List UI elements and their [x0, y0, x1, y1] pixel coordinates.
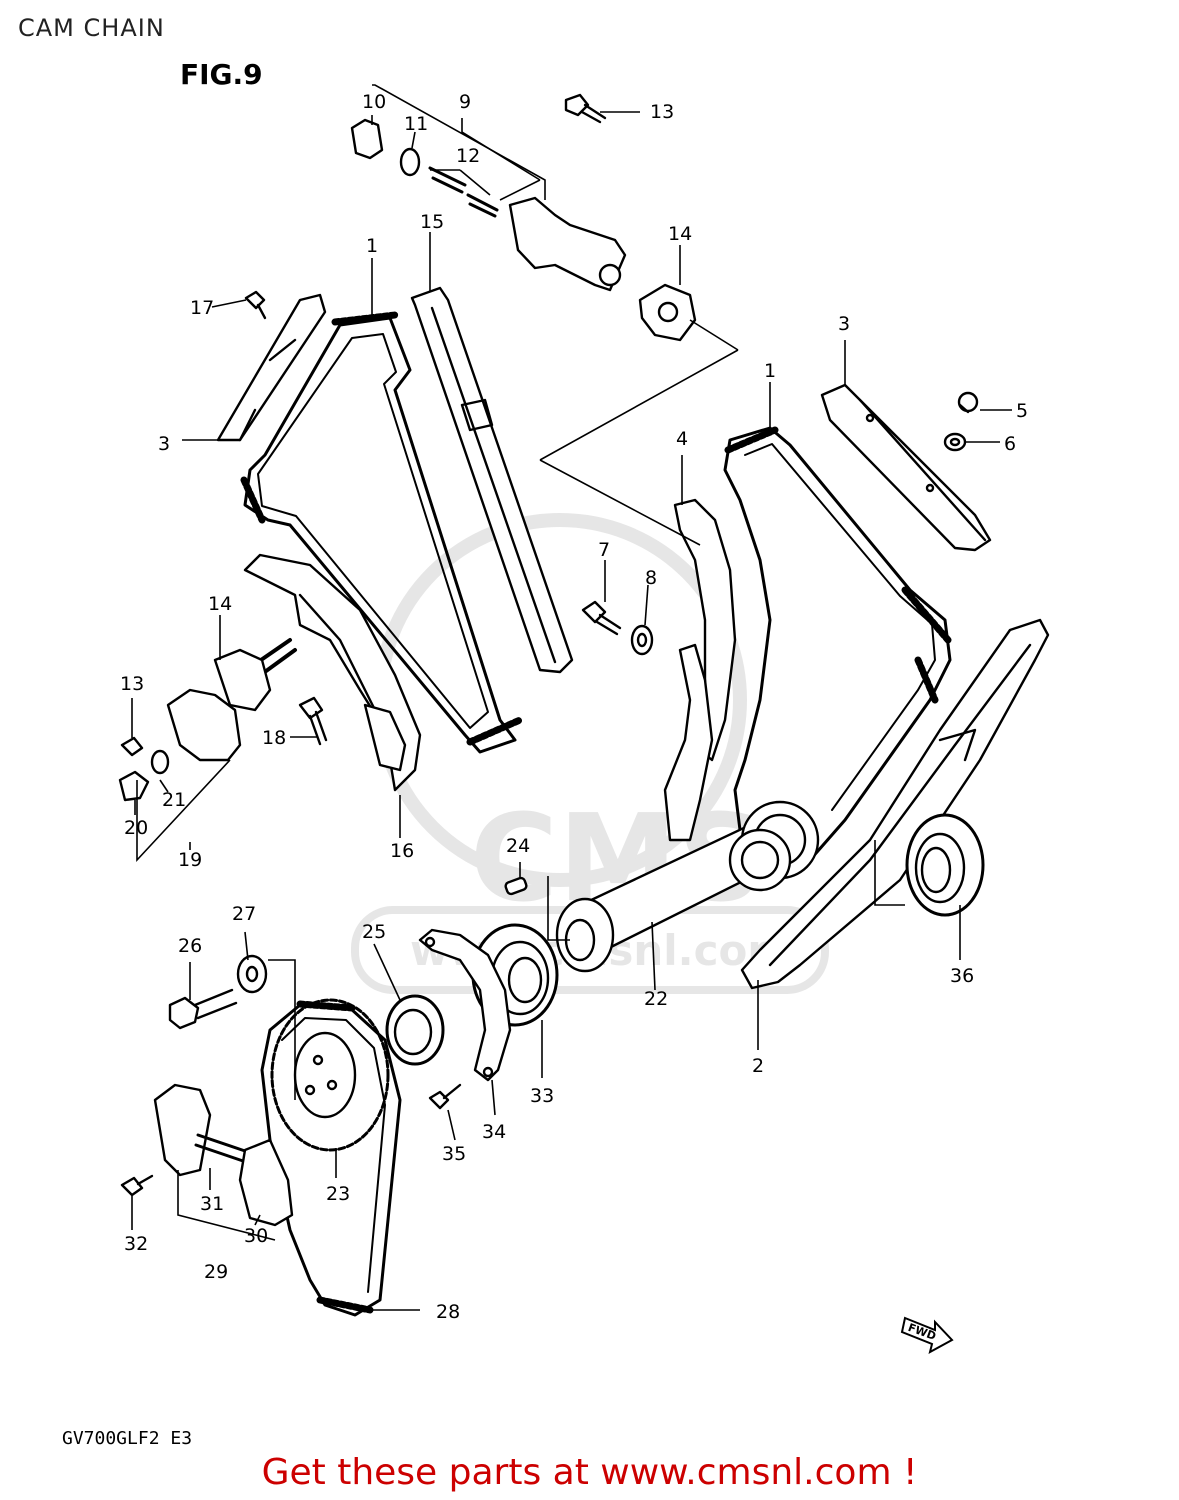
washer-21 — [150, 749, 170, 775]
callout-21: 21 — [162, 789, 186, 811]
chain-guide-15 — [410, 286, 574, 674]
washer-6 — [943, 432, 967, 452]
chain-guide-3-left — [216, 293, 327, 442]
screw-35 — [428, 1083, 462, 1110]
footer-link[interactable]: Get these parts at www.cmsnl.com ! — [261, 1452, 918, 1493]
gasket-14-top — [638, 283, 697, 342]
callout-10: 10 — [362, 91, 386, 113]
bolt-20 — [118, 770, 150, 802]
callout-1-left: 1 — [366, 235, 378, 257]
callout-18: 18 — [262, 727, 286, 749]
callout-3-left: 3 — [158, 433, 170, 455]
callout-34: 34 — [482, 1121, 506, 1143]
callout-5: 5 — [1016, 400, 1028, 422]
bolt-13-top — [564, 93, 607, 124]
callout-14-left: 14 — [208, 593, 232, 615]
bolt-17 — [244, 290, 267, 320]
callout-2: 2 — [752, 1055, 764, 1077]
callout-27: 27 — [232, 903, 256, 925]
tensioner-assembly-9 — [350, 118, 627, 292]
chain-tensioner-16 — [243, 553, 422, 792]
callout-labels: 1 1 2 3 3 4 5 6 7 8 9 10 11 12 13 13 14 … — [120, 91, 1028, 1323]
cam-chain-upper-left — [240, 311, 524, 754]
callout-22: 22 — [644, 988, 668, 1010]
figure-label: FIG.9 — [180, 58, 263, 91]
callout-12: 12 — [456, 145, 480, 167]
callout-15: 15 — [420, 211, 444, 233]
callout-16: 16 — [390, 840, 414, 862]
callout-23: 23 — [326, 1183, 350, 1205]
callout-30: 30 — [244, 1225, 268, 1247]
washer-27 — [236, 954, 268, 994]
callout-32: 32 — [124, 1233, 148, 1255]
page-title: CAM CHAIN — [18, 14, 165, 42]
chain-guide-2 — [740, 618, 1050, 990]
callout-31: 31 — [200, 1193, 224, 1215]
bolt-13-left — [120, 736, 144, 757]
callout-19: 19 — [178, 849, 202, 871]
chain-guide-3-right — [820, 383, 992, 552]
callout-3-right: 3 — [838, 313, 850, 335]
callout-17: 17 — [190, 297, 214, 319]
callout-36: 36 — [950, 965, 974, 987]
screw-5 — [957, 391, 979, 414]
tensioner-assembly-19 — [166, 638, 297, 762]
callout-9: 9 — [459, 91, 471, 113]
callout-13-left: 13 — [120, 673, 144, 695]
callout-8: 8 — [645, 567, 657, 589]
callout-20: 20 — [124, 817, 148, 839]
sprocket-shaft-22 — [555, 800, 820, 973]
leader-lines — [131, 84, 1012, 1311]
parts-diagram: CMS www.cmsnl.com — [118, 84, 1050, 1354]
dowel-pin-24 — [504, 876, 528, 896]
callout-29: 29 — [204, 1261, 228, 1283]
callout-33: 33 — [530, 1085, 554, 1107]
bearing-retainer-34 — [418, 928, 512, 1082]
chain-guide-4 — [663, 498, 737, 842]
bolt-32 — [120, 1174, 154, 1197]
bolt-7 — [581, 600, 622, 636]
bolt-18 — [298, 696, 328, 746]
callout-26: 26 — [178, 935, 202, 957]
callout-14-top: 14 — [668, 223, 692, 245]
tensioner-assembly-29 — [153, 1083, 294, 1227]
callout-35: 35 — [442, 1143, 466, 1165]
callout-25: 25 — [362, 921, 386, 943]
callout-1-right: 1 — [764, 360, 776, 382]
callout-7: 7 — [598, 539, 610, 561]
callout-4: 4 — [676, 428, 688, 450]
bearing-36 — [905, 813, 985, 917]
bolt-26 — [168, 988, 238, 1030]
oil-seal-25 — [385, 994, 445, 1066]
model-code: GV700GLF2 E3 — [62, 1428, 193, 1449]
washer-8 — [630, 624, 654, 656]
fwd-arrow-icon: FWD — [900, 1316, 954, 1354]
callout-24: 24 — [506, 835, 530, 857]
callout-28: 28 — [436, 1301, 460, 1323]
callout-13-top: 13 — [650, 101, 674, 123]
callout-11: 11 — [404, 113, 428, 135]
cam-sprocket-23 — [270, 998, 390, 1152]
callout-6: 6 — [1004, 433, 1016, 455]
